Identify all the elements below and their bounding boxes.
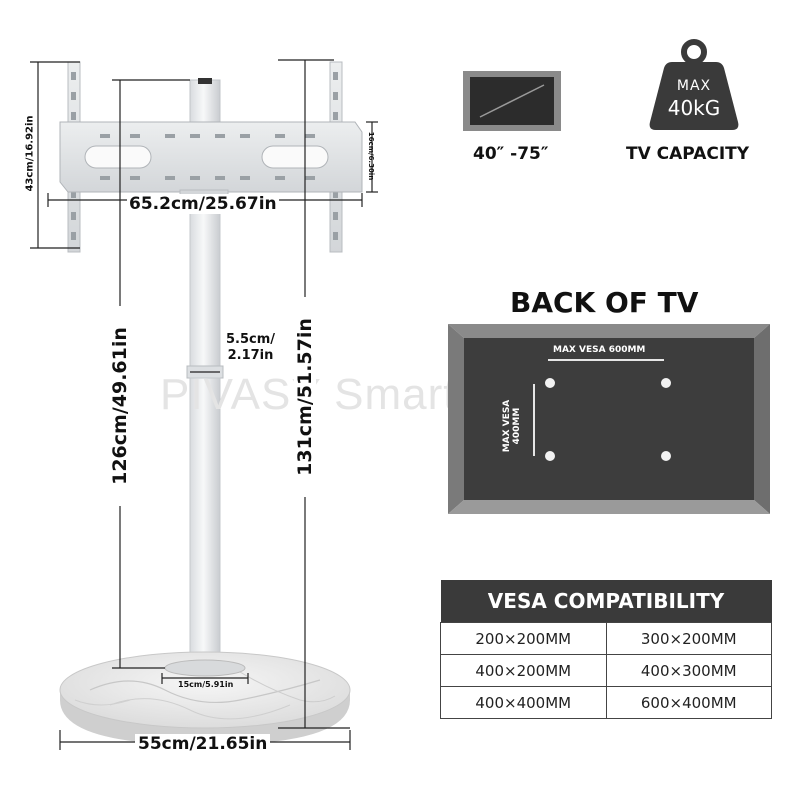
base-inner-label: 15cm/5.91in bbox=[178, 680, 234, 689]
table-cell: 200×200MM bbox=[440, 622, 607, 655]
marble-base bbox=[59, 651, 351, 745]
pole-diameter-label: 5.5cm/ 2.17in bbox=[226, 332, 275, 364]
weight-max-text: MAX bbox=[676, 78, 712, 94]
pole-diameter-line1: 5.5cm/ bbox=[226, 332, 276, 347]
table-cell: 300×200MM bbox=[605, 622, 772, 655]
tv-back-diagram bbox=[448, 324, 770, 514]
max-vesa-vertical-label: MAX VESA 400MM bbox=[502, 399, 522, 453]
vesa-compatibility-table: VESA COMPATIBILITY 200×200MM 300×200MM 4… bbox=[440, 580, 772, 719]
stand-pole bbox=[179, 189, 229, 669]
base-diameter-label: 55cm/21.65in bbox=[135, 734, 271, 754]
table-cell: 400×200MM bbox=[440, 654, 607, 687]
vesa-hole bbox=[545, 378, 555, 388]
table-row: 400×400MM 600×400MM bbox=[440, 686, 772, 719]
mount-bracket bbox=[59, 121, 363, 193]
pole-diameter-line2: 2.17in bbox=[227, 348, 274, 363]
weight-icon bbox=[649, 39, 739, 130]
weight-value-text: 40kG bbox=[667, 96, 721, 120]
min-height-label: 126cm/49.61in bbox=[109, 306, 131, 506]
tv-capacity-label: TV CAPACITY bbox=[626, 144, 750, 164]
mount-height-label: 43cm/16.92in bbox=[24, 115, 36, 192]
table-cell: 600×400MM bbox=[605, 686, 772, 719]
vesa-table-header: VESA COMPATIBILITY bbox=[440, 580, 772, 623]
table-row: 400×200MM 400×300MM bbox=[440, 654, 772, 687]
back-of-tv-title: BACK OF TV bbox=[510, 286, 699, 319]
table-cell: 400×400MM bbox=[440, 686, 607, 719]
max-height-label: 131cm/51.57in bbox=[294, 297, 316, 497]
table-cell: 400×300MM bbox=[605, 654, 772, 687]
screen-size-label: 40″ -75″ bbox=[473, 144, 549, 164]
table-row: 200×200MM 300×200MM bbox=[440, 622, 772, 655]
bracket-height-label: 16cm/6.30in bbox=[367, 131, 375, 181]
mount-width-label: 65.2cm/25.67in bbox=[127, 194, 279, 214]
vesa-hole bbox=[661, 378, 671, 388]
max-vesa-horizontal-label: MAX VESA 600MM bbox=[553, 345, 646, 355]
vesa-hole bbox=[661, 451, 671, 461]
vesa-hole bbox=[545, 451, 555, 461]
tv-screen-icon bbox=[463, 71, 561, 131]
